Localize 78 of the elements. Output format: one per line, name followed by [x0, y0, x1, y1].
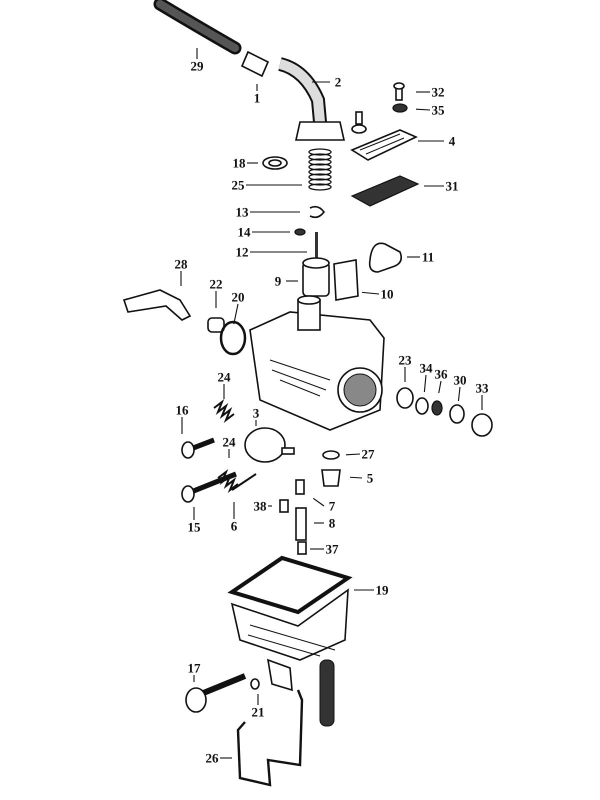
callout-number: 2	[334, 76, 342, 88]
leader-line	[314, 522, 324, 524]
leader-line	[416, 91, 430, 93]
callout-number: 12	[236, 246, 248, 258]
leader-line	[233, 304, 239, 324]
leader-line	[416, 108, 430, 111]
callout-number: 13	[236, 206, 248, 218]
leader-line	[354, 589, 374, 591]
callout-number: 3	[252, 406, 260, 420]
callout-number: 26	[206, 752, 218, 764]
callout-number: 9	[274, 274, 282, 288]
leader-line	[346, 453, 360, 456]
callout-number: 18	[232, 156, 246, 170]
leader-line	[268, 505, 272, 507]
leader-line	[193, 675, 195, 682]
callout-number: 31	[446, 180, 458, 192]
callout-number: 33	[476, 382, 488, 394]
callout-number: 24	[218, 370, 230, 384]
callout-number: 32	[432, 86, 444, 98]
leader-line	[196, 48, 198, 59]
callout-number: 24	[222, 436, 236, 448]
callout-number: 11	[422, 250, 434, 264]
leader-line	[250, 211, 300, 213]
leader-line	[233, 502, 235, 519]
callout-number: 22	[210, 278, 222, 290]
callout-number: 16	[176, 404, 188, 416]
callout-number: 25	[232, 178, 244, 192]
callout-number: 34	[420, 362, 432, 374]
leader-line	[458, 386, 461, 402]
callout-number: 19	[376, 584, 388, 596]
callout-number: 7	[328, 500, 336, 512]
callout-number: 10	[380, 288, 394, 300]
leader-line	[252, 231, 290, 233]
leader-line	[438, 380, 442, 394]
leader-line	[246, 184, 302, 186]
leader-line	[180, 271, 182, 286]
callout-number: 27	[362, 448, 374, 460]
callout-number: 1	[254, 92, 260, 104]
leader-line	[250, 251, 307, 253]
leader-line	[247, 162, 258, 164]
leader-line	[404, 367, 406, 382]
callout-number: 4	[448, 134, 456, 148]
callout-number: 38	[254, 500, 266, 512]
leader-line	[257, 694, 259, 705]
callout-number: 23	[398, 354, 412, 366]
leader-line	[220, 757, 232, 759]
callout-number: 37	[326, 542, 338, 556]
callout-number: 28	[174, 258, 188, 270]
leader-line	[407, 256, 420, 258]
leader-line	[223, 384, 225, 399]
leader-line	[286, 280, 298, 282]
callout-number: 21	[252, 706, 264, 718]
callout-number: 15	[188, 520, 200, 534]
leader-line	[256, 84, 258, 91]
leader-line	[350, 476, 362, 479]
leader-line	[193, 507, 195, 520]
leader-line	[418, 140, 444, 142]
callout-number: 5	[366, 472, 374, 484]
leader-line	[424, 374, 427, 392]
callout-number: 8	[328, 516, 336, 530]
leader-line	[424, 185, 444, 187]
callout-number: 20	[232, 290, 244, 304]
leader-line	[255, 420, 257, 426]
leader-line	[181, 417, 183, 434]
callout-number: 14	[238, 226, 250, 238]
callout-number: 30	[454, 374, 466, 386]
leader-line	[228, 449, 230, 458]
leader-line	[362, 292, 380, 295]
callout-number: 17	[188, 662, 200, 674]
callout-number: 6	[230, 520, 238, 532]
callout-number: 35	[432, 104, 444, 116]
leader-line	[312, 81, 330, 83]
leader-line	[481, 395, 483, 410]
leader-line	[312, 498, 324, 506]
leader-line	[310, 548, 324, 550]
callout-number: 29	[190, 60, 204, 72]
leader-line	[215, 291, 217, 308]
callout-number: 36	[434, 368, 448, 380]
